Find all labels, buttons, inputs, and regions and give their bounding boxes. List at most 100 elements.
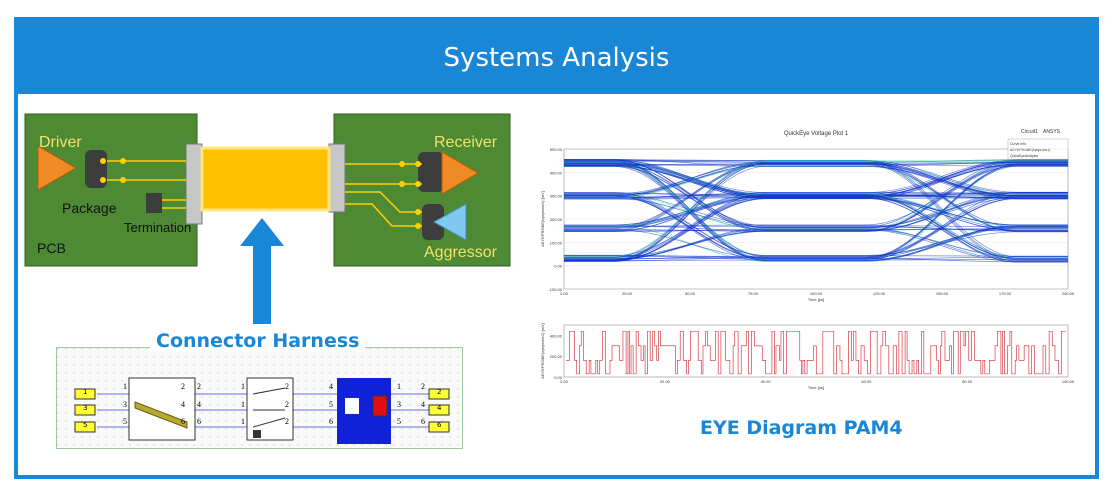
termination-icon	[146, 193, 162, 213]
eye-trace	[564, 198, 1068, 232]
eye-trace	[564, 159, 1068, 196]
port-2	[428, 388, 450, 400]
left-connector	[185, 143, 203, 225]
port-label-left-3: 3	[83, 404, 88, 412]
pin-number: 2	[421, 382, 425, 391]
driver-label: Driver	[39, 134, 82, 151]
port-label-right-6: 6	[437, 421, 442, 429]
y-tick-label: 0.00	[554, 264, 563, 269]
eye-trace	[564, 165, 1068, 227]
pam4-waveform	[566, 330, 1067, 375]
port-label-right-4: 4	[437, 404, 442, 412]
right-connector	[328, 143, 346, 213]
eye-trace	[564, 196, 1068, 199]
eye-trace	[564, 197, 1068, 262]
port-1	[74, 388, 96, 400]
pin-number: 1	[241, 400, 245, 409]
legend-entry: AEYEPROBE(eyeprobe1)	[1010, 148, 1050, 152]
eye-trace	[564, 166, 1068, 262]
bottom-x-tick-label: 80.00	[962, 379, 973, 384]
eye-trace	[564, 193, 1068, 258]
x-tick-label: 75.00	[748, 291, 759, 296]
eye-traces	[564, 159, 1068, 263]
eye-trace	[564, 193, 1068, 228]
eye-trace	[564, 164, 1068, 260]
bottom-x-tick-label: 100.00	[1062, 379, 1074, 384]
eye-trace	[564, 159, 1068, 228]
y-tick-label: 300.00	[550, 194, 563, 199]
eye-trace	[564, 159, 1068, 200]
bottom-x-axis-label: Time [ns]	[808, 385, 824, 390]
eye-trace	[564, 163, 1068, 263]
driver-icon	[37, 145, 77, 191]
y-tick-label: 500.00	[550, 147, 563, 152]
y-tick-label: -100.00	[548, 287, 562, 292]
pin-number: 6	[197, 417, 201, 426]
x-tick-label: 100.00	[810, 291, 823, 296]
pcb-label: PCB	[37, 240, 66, 256]
receiver-icon	[441, 151, 479, 195]
eye-trace	[564, 162, 1068, 230]
eye-caption: EYE Diagram PAM4	[700, 417, 903, 439]
eye-trace	[564, 162, 1068, 258]
aggressor-icon	[432, 203, 467, 241]
pin-number: 5	[123, 417, 127, 426]
pin-number: 2	[285, 382, 289, 391]
pin-number: 2	[197, 382, 201, 391]
top-x-axis-label: Time [ps]	[808, 297, 824, 302]
bottom-x-tick-label: 20.00	[660, 379, 671, 384]
pin-number: 4	[197, 400, 201, 409]
pin-number: 5	[329, 400, 333, 409]
up-arrow-icon	[240, 218, 284, 324]
port-6	[428, 421, 450, 433]
legend-entry: Curve Info	[1010, 142, 1026, 146]
pin-number: 1	[397, 382, 401, 391]
pin-number: 6	[329, 417, 333, 426]
eye-trace	[564, 197, 1068, 260]
pin-number: 2	[285, 417, 289, 426]
pin-number: 2	[181, 382, 185, 391]
x-tick-label: 150.00	[936, 291, 949, 296]
bottom-x-tick-label: 60.00	[861, 379, 872, 384]
receiver-package-icon	[418, 152, 444, 192]
pin-number: 4	[181, 400, 185, 409]
x-tick-label: 50.00	[685, 291, 696, 296]
system-diagram	[24, 113, 511, 267]
top-y-axis-label: AEYEPROBE(eyeprobe1) [mV]	[540, 191, 545, 247]
x-tick-label: 200.00	[1062, 291, 1074, 296]
bottom-y-tick-label: 0.00	[554, 375, 563, 380]
pin-number: 6	[421, 417, 425, 426]
harness-drawing	[57, 348, 462, 448]
pin-number: 3	[123, 400, 127, 409]
port-4	[428, 404, 450, 416]
aggressor-label: Aggressor	[424, 244, 497, 261]
eye-trace	[564, 194, 1068, 263]
port-3	[74, 404, 96, 416]
eye-trace	[564, 160, 1068, 257]
switch-network	[246, 377, 294, 441]
harness-caption: Connector Harness	[150, 330, 366, 352]
eye-trace	[564, 192, 1068, 232]
eye-trace	[564, 162, 1068, 229]
port-label-left-1: 1	[83, 388, 88, 396]
pin-number: 1	[241, 382, 245, 391]
bottom-y-axis-label: AEYEPROBE(eyeprobe1) [mV]	[540, 323, 545, 379]
top-plot-title: QuickEye Voltage Plot 1	[784, 131, 849, 137]
pin-number: 2	[285, 400, 289, 409]
eye-trace	[564, 165, 1068, 232]
bottom-x-tick-label: 0.00	[560, 379, 569, 384]
pin-number: 5	[397, 417, 401, 426]
termination-label: Termination	[124, 220, 192, 235]
pin-number: 3	[397, 400, 401, 409]
eye-trace	[564, 193, 1068, 256]
pin-number: 4	[421, 400, 425, 409]
pin-number: 1	[123, 382, 127, 391]
trace-bundle	[200, 146, 331, 212]
bottom-y-tick-label: 200.00	[550, 354, 563, 359]
pin-number: 6	[181, 417, 185, 426]
y-tick-label: 100.00	[550, 240, 563, 245]
x-tick-label: 25.00	[622, 291, 633, 296]
harness-schematic: 1 3 5 2 4 6 1 3 5 2 4 6 1 1 1 2 2 2 4 5 …	[56, 347, 463, 449]
